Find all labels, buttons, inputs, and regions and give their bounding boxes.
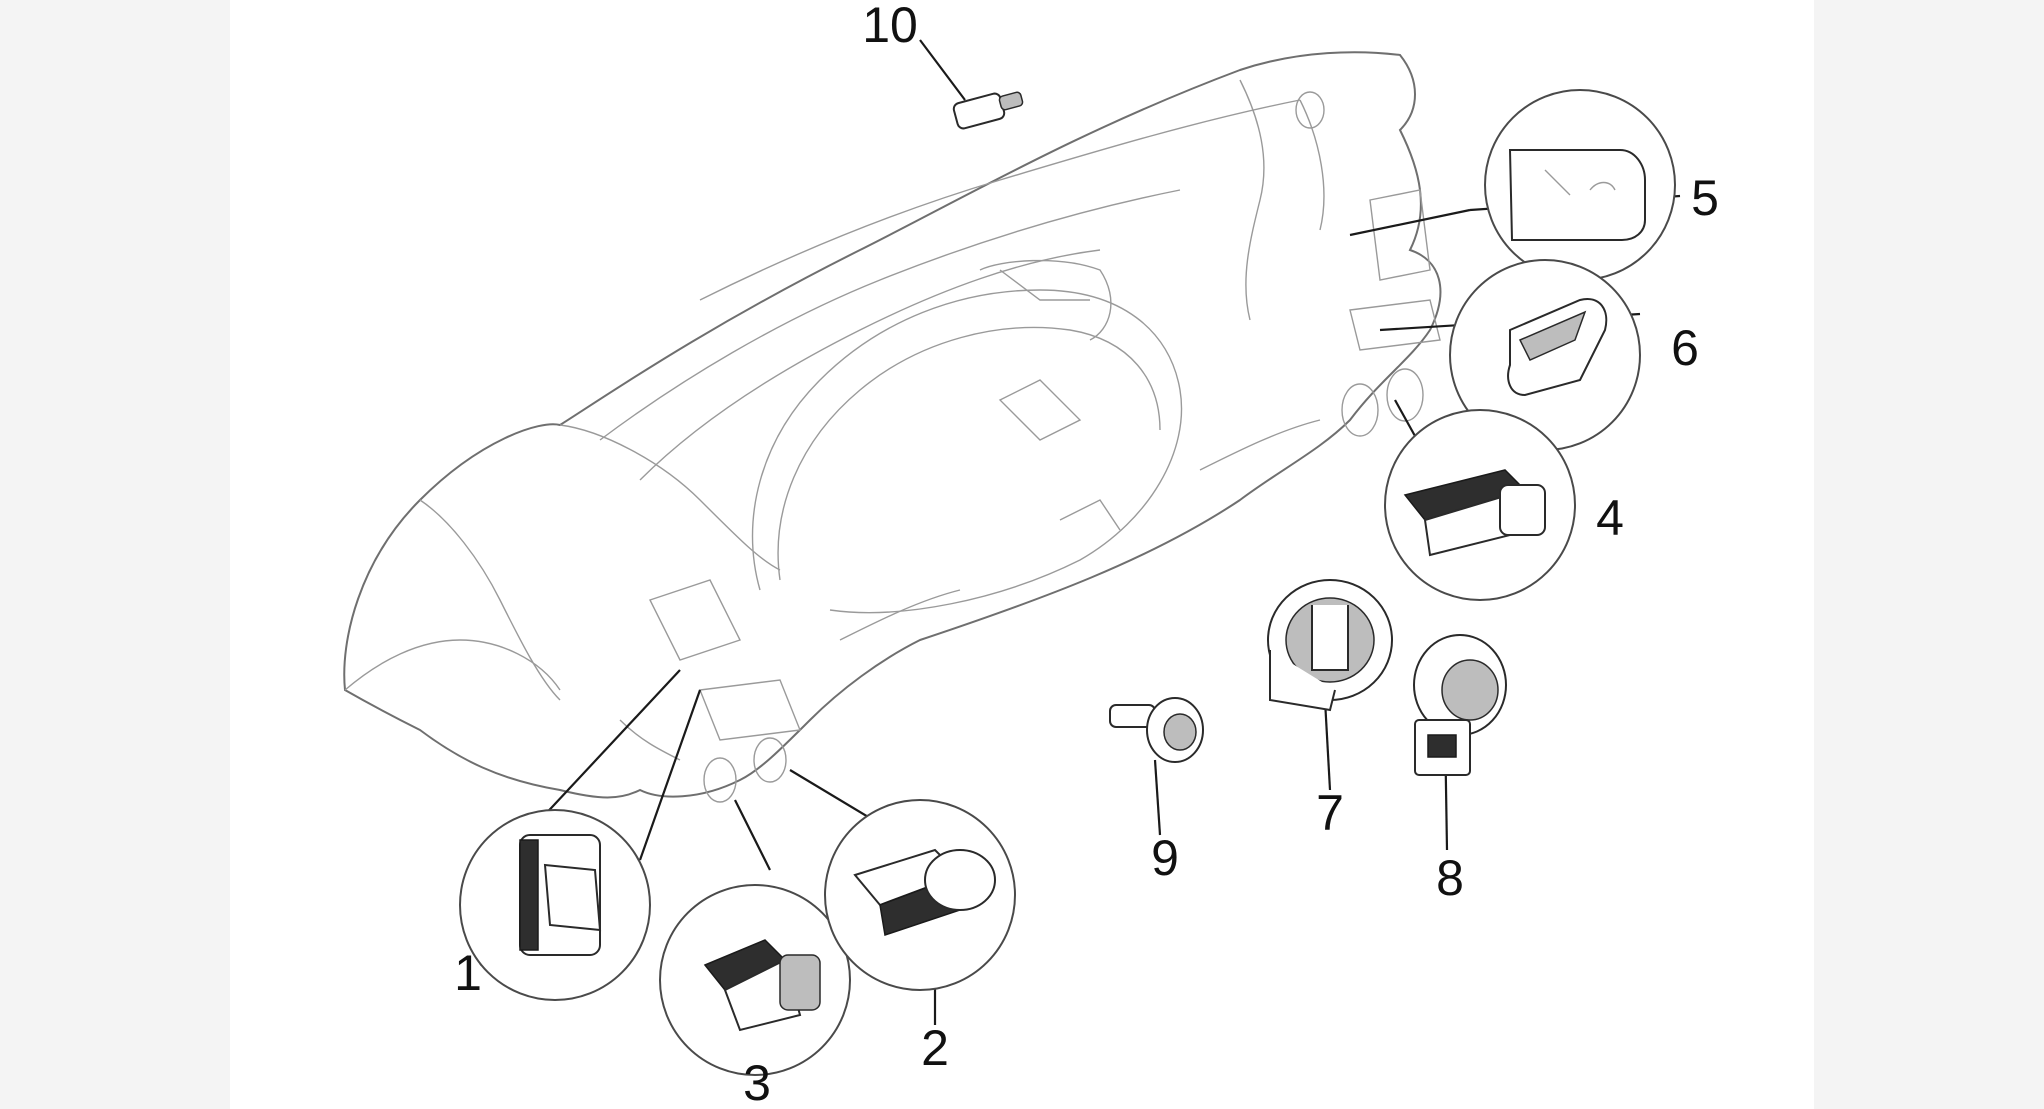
part-8-socket-icon <box>1413 634 1507 776</box>
callout-8: 8 <box>1436 850 1464 906</box>
part-4-switch-icon <box>1384 409 1576 601</box>
part-7-ignition-ring-icon <box>1267 579 1393 712</box>
part-5-switch-icon <box>1484 89 1676 281</box>
callout-labels: 10 5 6 4 7 8 9 1 2 3 <box>454 0 1719 1109</box>
dashboard-cover-body <box>343 51 1442 803</box>
part-1-rocker-switch-icon <box>459 809 651 1001</box>
callout-3: 3 <box>743 1055 771 1109</box>
part-9-bulb-socket-icon <box>1109 697 1204 763</box>
callout-5: 5 <box>1691 170 1719 226</box>
left-margin-panel <box>0 0 230 1109</box>
part-6-button-icon <box>1449 259 1641 451</box>
part-10-bulb-icon <box>952 91 1024 130</box>
callout-1: 1 <box>454 945 482 1001</box>
callout-4: 4 <box>1596 490 1624 546</box>
callout-2: 2 <box>921 1020 949 1076</box>
part-2-button-icon <box>824 799 1016 991</box>
callout-10: 10 <box>862 0 918 53</box>
callout-6: 6 <box>1671 320 1699 376</box>
right-margin-panel <box>1814 0 2044 1109</box>
callout-9: 9 <box>1151 830 1179 886</box>
callout-7: 7 <box>1316 785 1344 841</box>
part-3-switch-icon <box>659 884 851 1076</box>
